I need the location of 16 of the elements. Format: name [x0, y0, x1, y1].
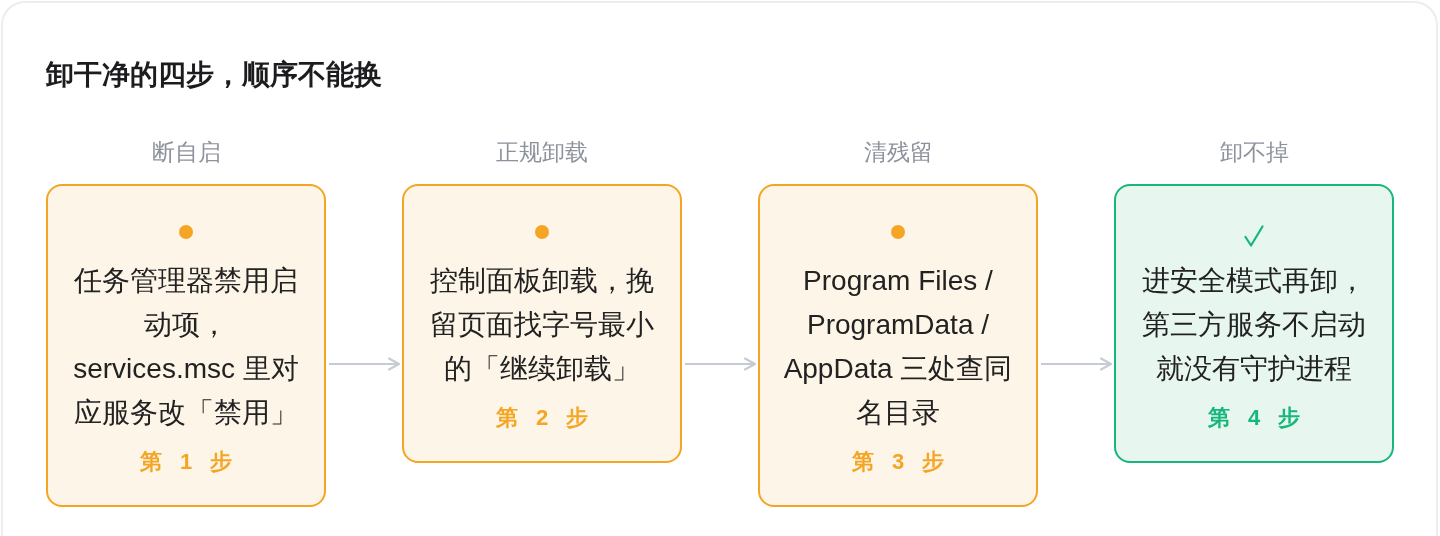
card-text: 任务管理器禁用启动项，services.msc 里对应服务改「禁用」 — [72, 264, 300, 430]
step-label: 第 1 步 — [139, 448, 233, 476]
step-label: 第 2 步 — [495, 404, 589, 432]
card-text: 进安全模式再卸，第三方服务不启动就没有守护进程 — [1141, 264, 1367, 386]
title: 卸干净的四步，顺序不能换 — [46, 58, 382, 92]
card-text: Program Files / ProgramData / AppData 三处查同名目录 — [782, 264, 1014, 430]
card-heading: 断自启 — [151, 138, 221, 167]
step-label: 第 3 步 — [851, 448, 945, 476]
card-heading: 正规卸载 — [496, 138, 588, 167]
card-heading: 卸不掉 — [1219, 138, 1289, 167]
arrow — [328, 357, 400, 371]
card-text: 控制面板卸载，挽留页面找字号最小的「继续卸载」 — [429, 264, 655, 386]
card-heading: 清残留 — [863, 138, 933, 167]
arrow — [684, 357, 756, 371]
step-label: 第 4 步 — [1207, 404, 1301, 432]
arrow — [1040, 357, 1112, 371]
